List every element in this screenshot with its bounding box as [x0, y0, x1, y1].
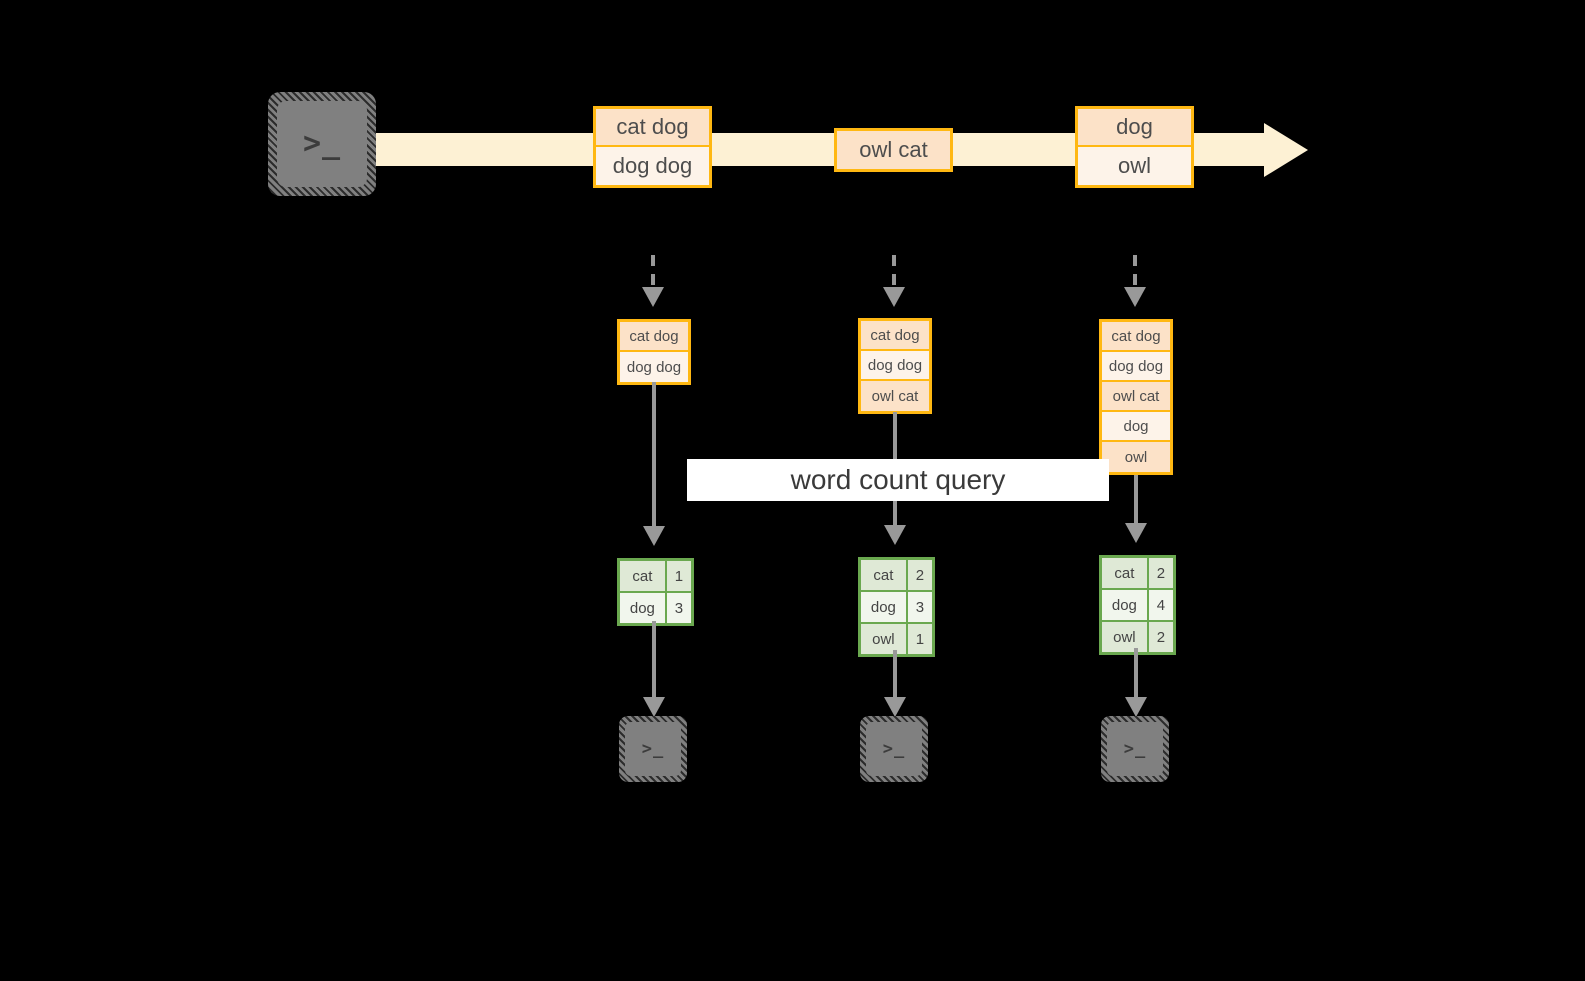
result-count: 2: [1148, 622, 1173, 652]
stream-group-1: cat dog dog dog: [593, 106, 712, 188]
input-record: dog dog: [620, 352, 688, 382]
result-word: owl: [1102, 622, 1149, 652]
result-word: dog: [620, 593, 667, 623]
input-record: dog: [1102, 412, 1170, 442]
snapshot-3-sink-line: [1134, 648, 1138, 697]
result-word: owl: [861, 624, 908, 654]
sink-terminal-screen: >_: [625, 722, 681, 776]
stream-record: owl: [1078, 147, 1191, 185]
snapshot-1-tap-arrowhead-icon: [642, 287, 664, 307]
stream-group-2: owl cat: [834, 128, 953, 172]
query-label: word count query: [790, 464, 1006, 495]
snapshot-3-tap-dashed-line: [1133, 255, 1137, 287]
snapshot-2-tap-arrowhead-icon: [883, 287, 905, 307]
source-terminal-icon: >_: [268, 92, 376, 196]
snapshot-3-sink-arrowhead-icon: [1125, 697, 1147, 717]
snapshot-3-query-arrowhead-icon: [1125, 523, 1147, 543]
snapshot-3-sink-terminal-icon: >_: [1101, 716, 1169, 782]
result-count: 3: [666, 593, 691, 623]
snapshot-1-tap-dashed-line: [651, 255, 655, 287]
stream-group-3: dog owl: [1075, 106, 1194, 188]
snapshot-1-sink-terminal-icon: >_: [619, 716, 687, 782]
sink-terminal-screen: >_: [866, 722, 922, 776]
snapshot-1-query-line: [652, 382, 656, 526]
snapshot-3-query-line: [1134, 475, 1138, 523]
result-count: 1: [666, 561, 691, 591]
stream-record: cat dog: [596, 109, 709, 147]
snapshot-1-query-arrowhead-icon: [643, 526, 665, 546]
table-row: cat 2: [1102, 558, 1173, 590]
terminal-prompt-glyph: >_: [641, 738, 665, 759]
stream-record: dog: [1078, 109, 1191, 147]
snapshot-2-sink-line: [893, 650, 897, 697]
input-record: cat dog: [1102, 322, 1170, 352]
snapshot-2-tap-dashed-line: [892, 255, 896, 287]
result-count: 3: [907, 592, 932, 622]
input-record: cat dog: [620, 322, 688, 352]
input-record: cat dog: [861, 321, 929, 351]
snapshot-1-sink-arrowhead-icon: [643, 697, 665, 717]
snapshot-3-result-table: cat 2 dog 4 owl 2: [1099, 555, 1176, 655]
source-terminal-screen: >_: [277, 101, 367, 187]
result-word: dog: [1102, 590, 1149, 620]
result-word: cat: [861, 560, 908, 590]
result-word: dog: [861, 592, 908, 622]
terminal-prompt-glyph: >_: [302, 126, 342, 161]
result-count: 1: [907, 624, 932, 654]
table-row: dog 4: [1102, 590, 1173, 622]
result-count: 4: [1148, 590, 1173, 620]
snapshot-3-tap-arrowhead-icon: [1124, 287, 1146, 307]
stream-record: owl cat: [837, 131, 950, 169]
snapshot-2-query-arrowhead-icon: [884, 525, 906, 545]
result-word: cat: [620, 561, 667, 591]
snapshot-2-sink-terminal-icon: >_: [860, 716, 928, 782]
table-row: owl 2: [1102, 622, 1173, 652]
input-record: dog dog: [1102, 352, 1170, 382]
table-row: dog 3: [620, 593, 691, 623]
input-record: dog dog: [861, 351, 929, 381]
snapshot-2-result-table: cat 2 dog 3 owl 1: [858, 557, 935, 657]
query-label-band: word count query: [687, 459, 1109, 501]
snapshot-1-sink-line: [652, 621, 656, 697]
terminal-prompt-glyph: >_: [1123, 738, 1147, 759]
snapshot-2-sink-arrowhead-icon: [884, 697, 906, 717]
snapshot-1-input-stack: cat dog dog dog: [617, 319, 691, 385]
input-record: owl cat: [1102, 382, 1170, 412]
snapshot-3-input-stack: cat dog dog dog owl cat dog owl: [1099, 319, 1173, 475]
table-row: cat 2: [861, 560, 932, 592]
table-row: cat 1: [620, 561, 691, 593]
terminal-prompt-glyph: >_: [882, 738, 906, 759]
table-row: owl 1: [861, 624, 932, 654]
stream-record: dog dog: [596, 147, 709, 185]
stream-arrowhead-icon: [1264, 123, 1308, 177]
result-count: 2: [1148, 558, 1173, 588]
result-count: 2: [907, 560, 932, 590]
table-row: dog 3: [861, 592, 932, 624]
sink-terminal-screen: >_: [1107, 722, 1163, 776]
snapshot-2-input-stack: cat dog dog dog owl cat: [858, 318, 932, 414]
input-record: owl: [1102, 442, 1170, 472]
snapshot-1-result-table: cat 1 dog 3: [617, 558, 694, 626]
result-word: cat: [1102, 558, 1149, 588]
input-record: owl cat: [861, 381, 929, 411]
